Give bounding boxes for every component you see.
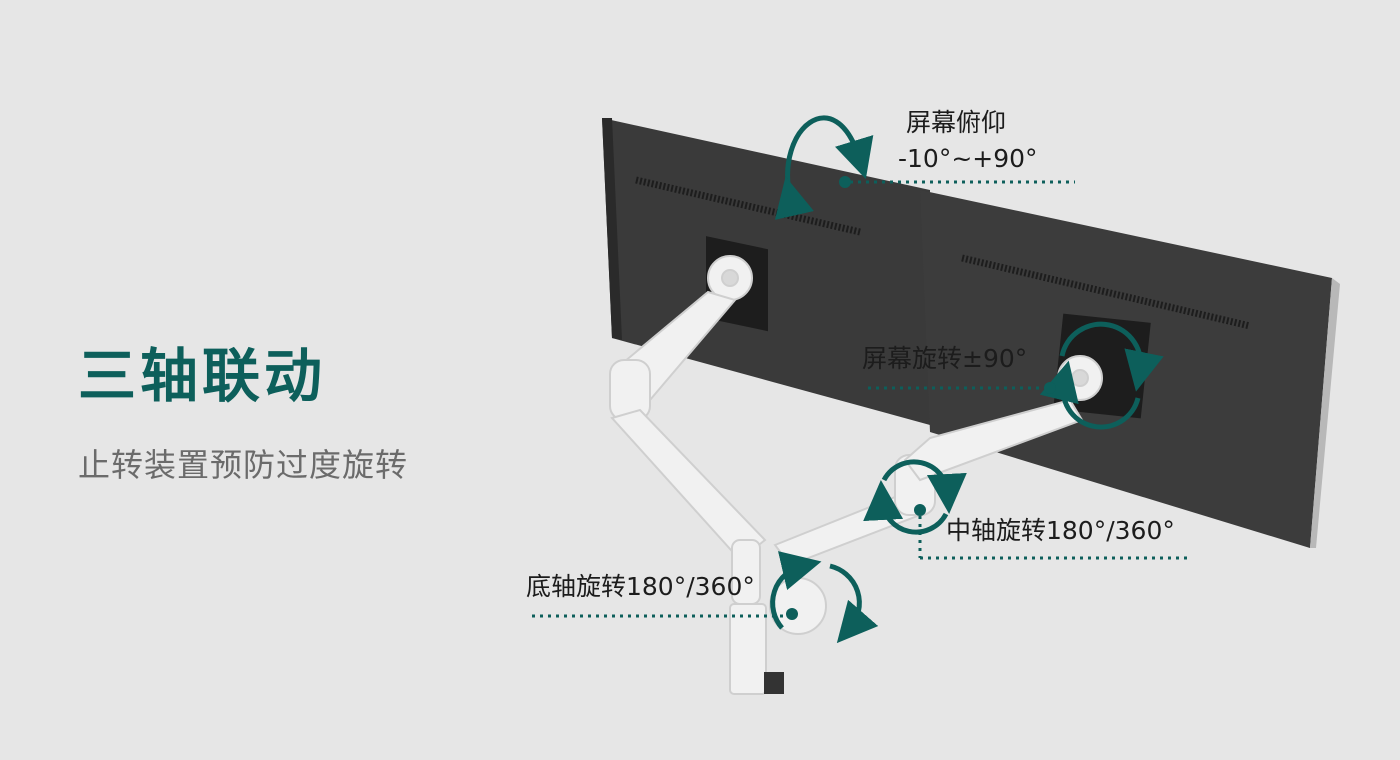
base-anchor-dot [786,608,798,620]
screen-rotation-label: 屏幕旋转±90° [862,344,1028,373]
tilt-rotation-icon [774,115,874,220]
tilt-label: 屏幕俯仰 [906,108,1007,137]
tilt-range-label: -10°~+90° [898,144,1038,173]
monitor-arm [609,255,1103,695]
subline: 止转装置预防过度旋转 [78,446,409,484]
middle-rotation-label: 中轴旋转180°/360° [946,516,1175,545]
screen-rotation-icon [1039,321,1164,430]
middle-anchor-dot [914,504,926,516]
middle-rotation-icon [863,459,967,535]
tilt-anchor-dot [839,176,851,188]
base-rotation-label: 底轴旋转180°/360° [526,572,755,601]
screen-anchor-dot [1044,382,1056,394]
headline: 三轴联动 [78,342,327,410]
base-rotation-icon [770,551,879,644]
